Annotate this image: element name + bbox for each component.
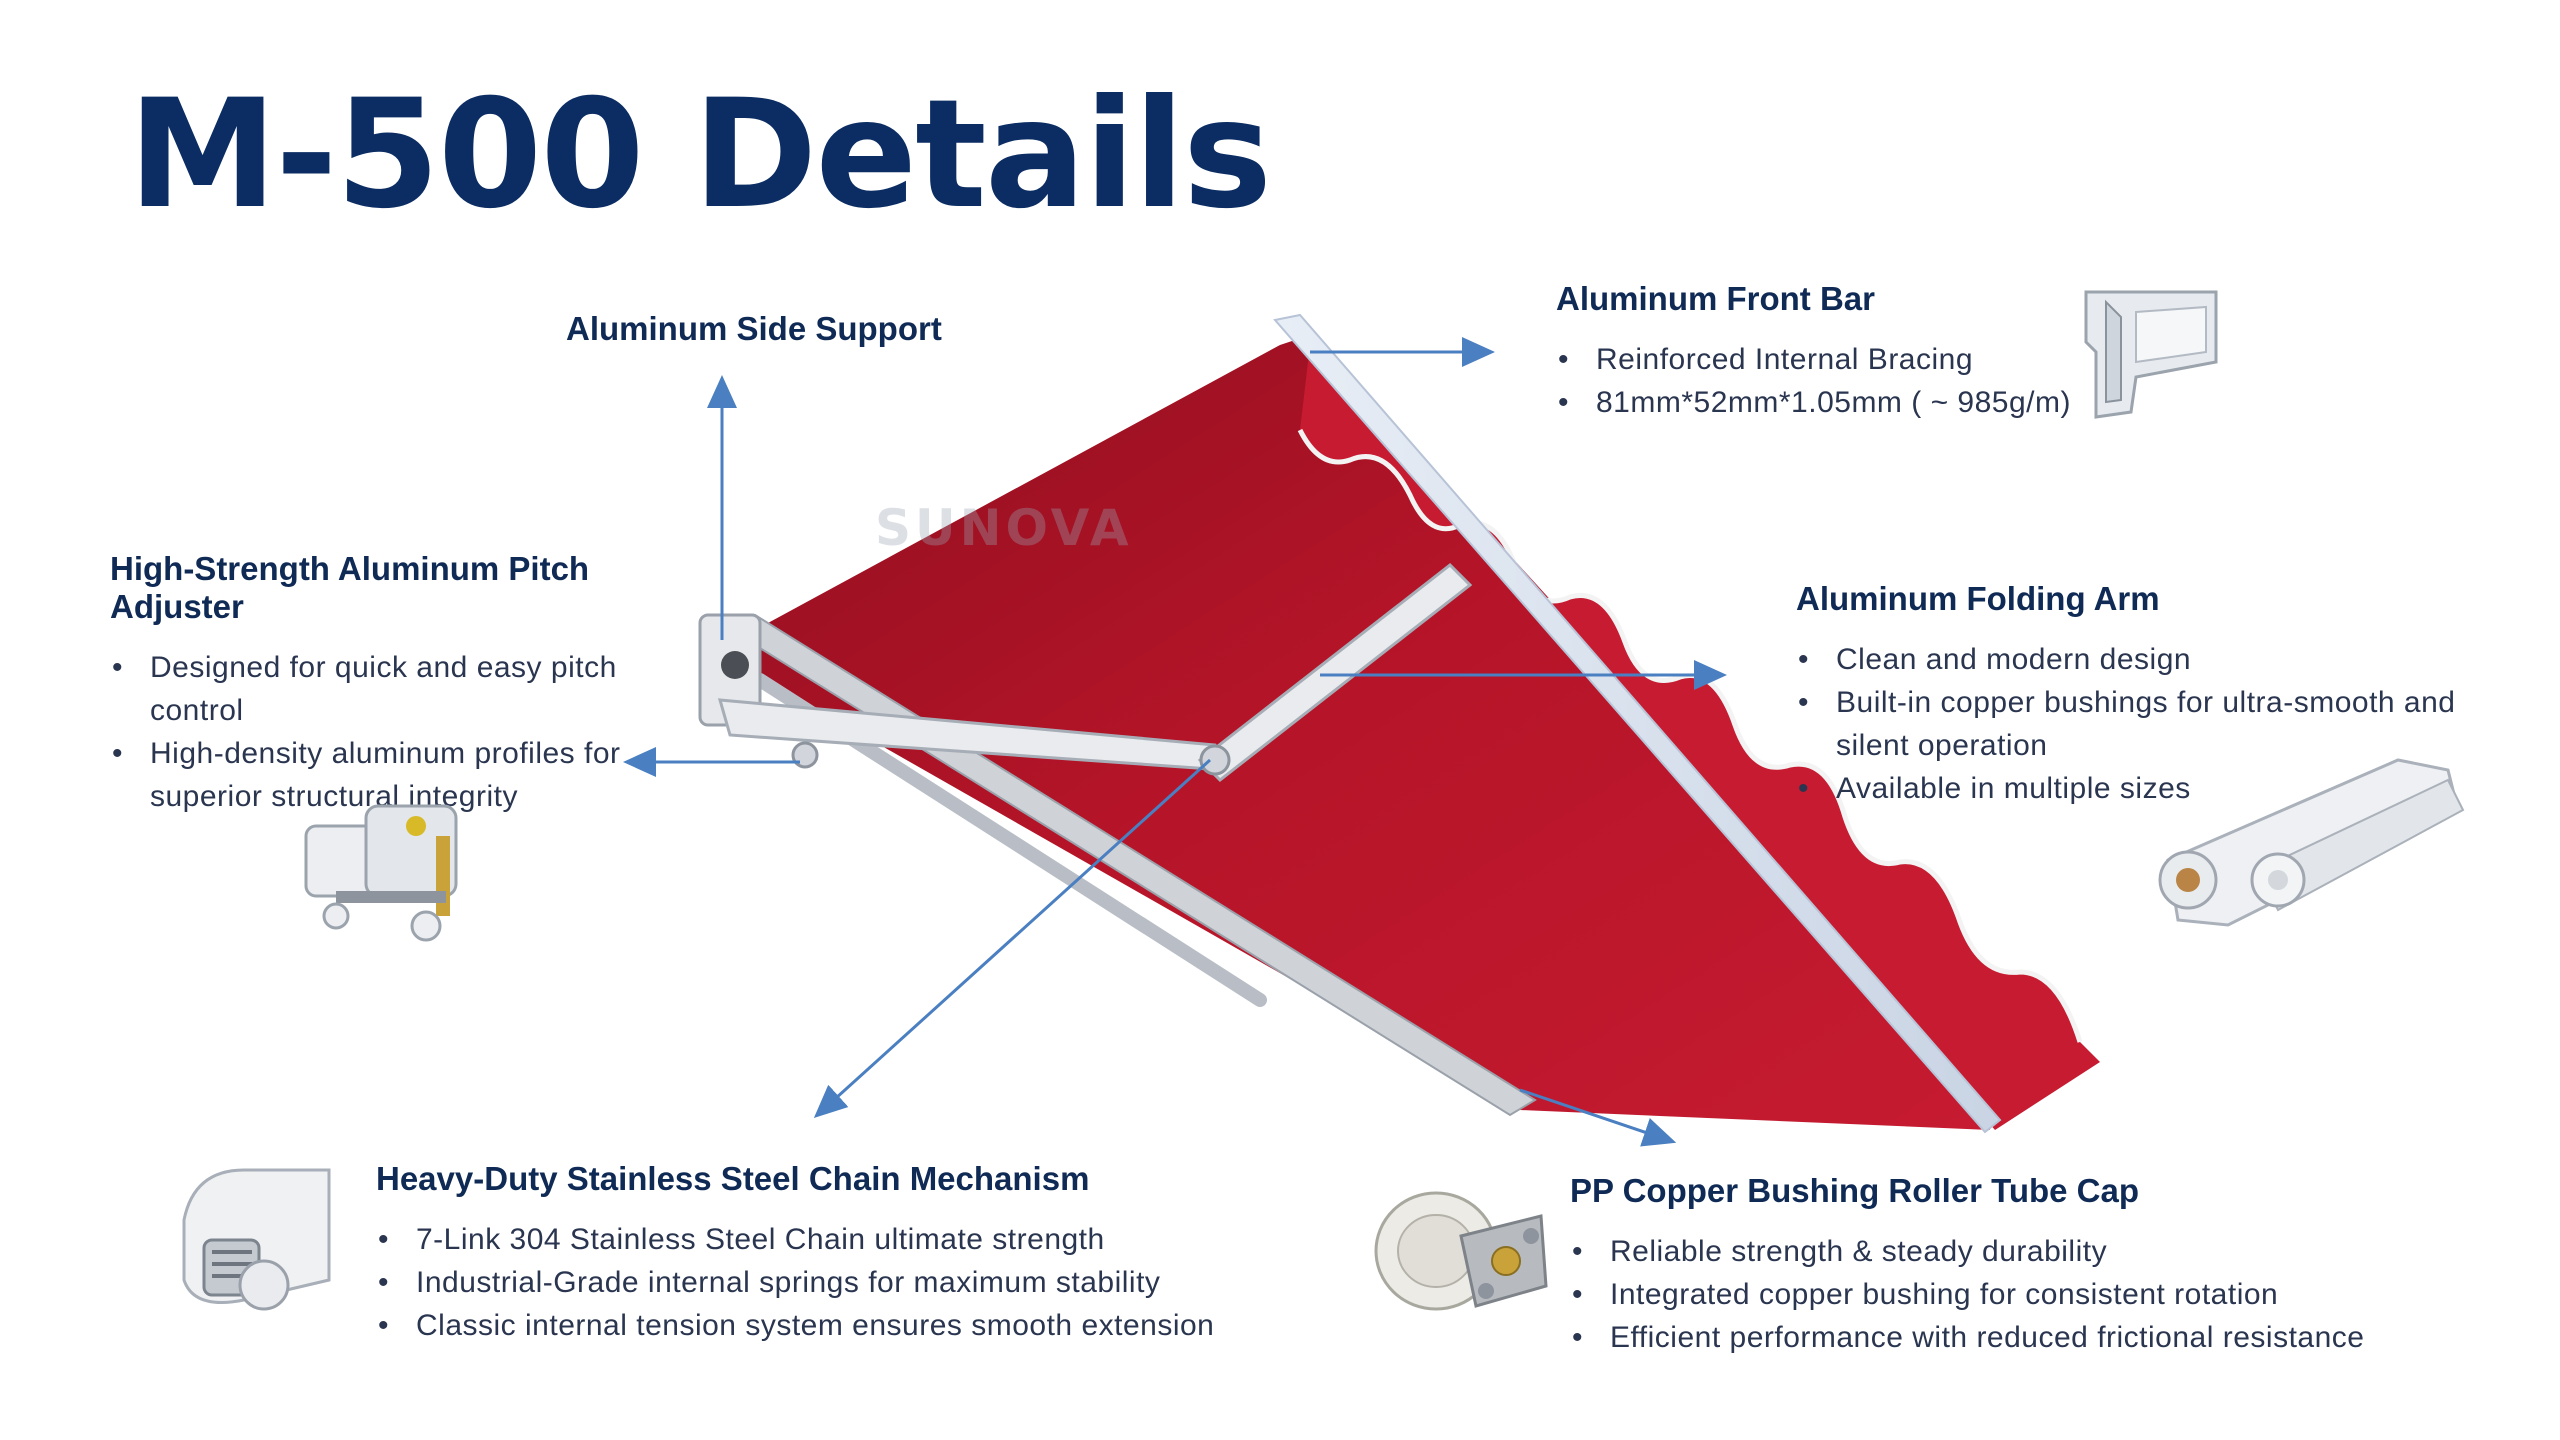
chain-mechanism-bullets: 7-Link 304 Stainless Steel Chain ultimat… (376, 1218, 1276, 1347)
front-bar (1273, 313, 2002, 1134)
feature-pitch-adjuster: High-Strength Aluminum Pitch Adjuster De… (110, 550, 630, 818)
roller-cap-bullet: Integrated copper bushing for consistent… (1570, 1273, 2530, 1316)
front-bar-heading: Aluminum Front Bar (1556, 280, 1875, 317)
front-bar-bullets: Reinforced Internal Bracing 81mm*52mm*1.… (1556, 338, 2076, 424)
chain-mechanism-bullet: 7-Link 304 Stainless Steel Chain ultimat… (376, 1218, 1276, 1261)
chain-mechanism-bullet: Classic internal tension system ensures … (376, 1304, 1276, 1347)
pitch-adjuster-heading: High-Strength Aluminum Pitch Adjuster (110, 550, 590, 625)
folding-arm-bullet: Built-in copper bushings for ultra-smoot… (1796, 681, 2516, 767)
side-support-heading: Aluminum Side Support (566, 310, 942, 347)
roller-cap-bullet: Efficient performance with reduced frict… (1570, 1316, 2530, 1359)
front-bar-bullet: Reinforced Internal Bracing (1556, 338, 2076, 381)
pointer-roller-cap (1519, 1088, 1677, 1147)
pitch-adjuster-bullet: High-density aluminum profiles for super… (110, 732, 630, 818)
feature-roller-cap: PP Copper Bushing Roller Tube Cap Reliab… (1570, 1172, 2530, 1359)
bracket-icon (304, 804, 458, 942)
front-bar-bullet: 81mm*52mm*1.05mm ( ~ 985g/m) (1556, 381, 2076, 424)
page-title: M-500 Details (128, 68, 1272, 242)
pointer-chain (813, 758, 1212, 1119)
folding-arm-joint-icon (2158, 758, 2465, 927)
feature-side-support: Aluminum Side Support (566, 310, 942, 348)
feature-folding-arm: Aluminum Folding Arm Clean and modern de… (1796, 580, 2516, 810)
roller-cap-heading: PP Copper Bushing Roller Tube Cap (1570, 1172, 2139, 1209)
chain-mechanism-bullet: Industrial-Grade internal springs for ma… (376, 1261, 1276, 1304)
folding-arm-bullet: Clean and modern design (1796, 638, 2516, 681)
folding-arm-heading: Aluminum Folding Arm (1796, 580, 2160, 617)
pitch-adjuster-bullet: Designed for quick and easy pitch contro… (110, 646, 630, 732)
chain-mechanism-heading: Heavy-Duty Stainless Steel Chain Mechani… (376, 1160, 1090, 1197)
roller-cap-icon (1374, 1191, 1548, 1311)
folding-arm-bullet: Available in multiple sizes (1796, 767, 2516, 810)
aluminum-profile-icon (2084, 290, 2218, 419)
watermark: SUNOVA (875, 499, 1133, 557)
feature-front-bar: Aluminum Front Bar Reinforced Internal B… (1556, 280, 2076, 424)
awning-fabric (740, 335, 1990, 1130)
roller-cap-bullet: Reliable strength & steady durability (1570, 1230, 2530, 1273)
pitch-adjuster-bullets: Designed for quick and easy pitch contro… (110, 646, 630, 818)
feature-chain-mechanism: Heavy-Duty Stainless Steel Chain Mechani… (376, 1160, 1276, 1347)
roller-cap-bullets: Reliable strength & steady durability In… (1570, 1230, 2530, 1359)
folding-arm-bullets: Clean and modern design Built-in copper … (1796, 638, 2516, 810)
chain-housing-icon (182, 1168, 331, 1311)
